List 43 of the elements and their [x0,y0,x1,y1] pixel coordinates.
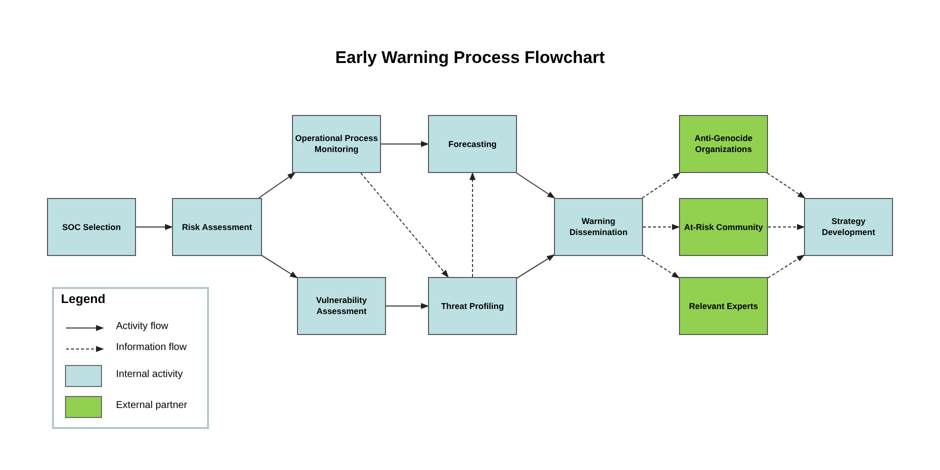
arrow [642,254,680,278]
arrow [642,224,680,230]
arrow [516,254,555,279]
arrow [470,172,476,278]
node-label: SOC Selection [62,222,121,232]
process-box [679,198,768,256]
legend-label: Information flow [116,342,187,353]
process-box [679,277,768,335]
arrow [380,141,429,147]
diagram-title: Early Warning Process Flowchart [334,48,606,68]
arrow [258,172,296,198]
arrow [516,172,556,199]
process-box [428,115,517,173]
process-box [292,115,381,173]
arrow [642,172,681,198]
node-label: Warning Dissemination [568,216,629,238]
node-label: Forecasting [448,138,497,150]
node-label: Threat Profiling [441,300,504,312]
node-label: Operational Process Monitoring [295,133,378,155]
node-label: Relevant Experts [689,300,758,312]
process-box [428,277,517,335]
process-box [297,277,386,335]
process-box [172,198,262,256]
process-box [804,198,893,256]
process-box [554,198,643,256]
process-box [679,115,768,173]
node-label: Strategy Development [820,216,876,238]
node-label: Anti-Genocide Organizations [693,133,754,155]
arrow [766,172,806,199]
node-label: At-Risk Community [684,222,763,232]
node-label: Vulnerability Assessment [315,295,368,317]
legend-label: Activity flow [116,321,168,332]
legend-label: External partner [116,400,188,411]
legend-title: Legend [61,292,106,306]
node-label: Risk Assessment [182,222,252,232]
legend-label: Internal activity [116,369,183,380]
arrow [136,224,173,230]
arrow [262,255,298,278]
arrow [360,172,449,278]
process-box [47,198,136,256]
arrow [768,254,805,278]
arrow [386,303,429,309]
arrow [768,224,805,230]
